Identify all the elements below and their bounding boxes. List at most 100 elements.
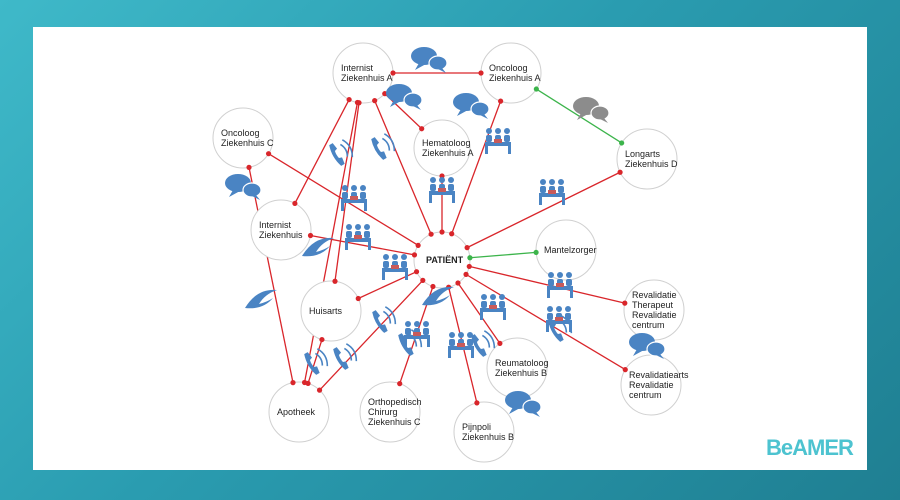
meeting-icon xyxy=(485,128,511,154)
connection-endpoint xyxy=(463,271,469,277)
phone-icon xyxy=(371,133,396,160)
connection-endpoint xyxy=(478,70,484,76)
connection-endpoint xyxy=(474,400,480,406)
connection-line-patient-revalidatiearts xyxy=(465,273,626,371)
node-label: Ziekenhuis C xyxy=(221,138,274,148)
connection-endpoint xyxy=(622,300,628,306)
connection-line-patient-revalidatie-therapeut xyxy=(469,265,625,304)
connection-endpoint xyxy=(316,387,323,393)
node-label: centrum xyxy=(632,320,665,330)
connection-endpoint xyxy=(319,336,325,343)
node-label: Revalidatie xyxy=(632,310,677,320)
chat-bubbles-icon xyxy=(411,47,448,73)
node-circle xyxy=(453,401,515,463)
chat-bubbles-grey-icon xyxy=(573,97,610,123)
connection-line-patient-mantelzorger xyxy=(469,251,537,259)
node-circle xyxy=(616,128,678,190)
phone-icon xyxy=(304,348,329,375)
connection-line-internist-a-patient xyxy=(374,100,432,235)
pharmacy-swoosh-icon xyxy=(302,237,334,257)
pharmacy-swoosh-icon xyxy=(422,286,454,306)
connection-line-internist-a-huisarts xyxy=(334,102,360,282)
meeting-icon xyxy=(345,224,371,250)
node-label: Revalidatie xyxy=(632,290,677,300)
connection-endpoint xyxy=(428,231,434,237)
node-label: Internist xyxy=(259,220,292,230)
connection-endpoint xyxy=(332,278,338,284)
connection-endpoint xyxy=(455,280,461,286)
meeting-icon xyxy=(546,306,572,332)
connection-line-internist-a-internist-c xyxy=(294,99,350,204)
connection-endpoint xyxy=(533,249,539,256)
phone-icon xyxy=(471,330,496,357)
connection-endpoint xyxy=(619,140,625,146)
phone-icon xyxy=(329,139,354,166)
node-label: Mantelzorger xyxy=(544,245,597,255)
connection-endpoint xyxy=(467,255,473,261)
connection-endpoint xyxy=(533,86,539,92)
connection-endpoint xyxy=(497,340,503,346)
node-label: Ziekenhuis B xyxy=(462,432,514,442)
connection-endpoint xyxy=(622,367,628,373)
connection-endpoint xyxy=(356,100,362,106)
meeting-icon xyxy=(382,254,408,280)
node-label: Apotheek xyxy=(277,407,316,417)
connection-endpoint xyxy=(346,96,352,103)
connection-endpoint xyxy=(464,245,470,251)
connection-endpoint xyxy=(617,169,623,175)
node-label: Ziekenhuis A xyxy=(422,148,474,158)
node-label: Ziekenhuis D xyxy=(625,159,678,169)
node-circle xyxy=(212,107,274,169)
connection-endpoint xyxy=(411,252,418,258)
node-label: Orthopedisch xyxy=(368,397,422,407)
node-label: Revalidatie xyxy=(629,380,674,390)
connection-endpoint xyxy=(307,232,314,239)
node-label: Ziekenhuis xyxy=(259,230,303,240)
connection-endpoint xyxy=(372,98,378,104)
meeting-icon xyxy=(480,294,506,320)
node-label: centrum xyxy=(629,390,662,400)
connection-endpoint xyxy=(397,381,403,387)
connection-line-patient-reumatoloog-b xyxy=(457,282,501,344)
connection-line-patient-apotheek xyxy=(319,279,424,391)
node-label: Pijnpoli xyxy=(462,422,491,432)
meeting-icon xyxy=(341,185,367,211)
connection-endpoint xyxy=(290,380,296,386)
connection-endpoint xyxy=(246,164,252,170)
node-label: Ziekenhuis B xyxy=(495,368,547,378)
node-label: Reumatoloog xyxy=(495,358,549,368)
connection-line-longarts-d-patient xyxy=(466,171,621,249)
node-huisarts[interactable]: Huisarts xyxy=(300,280,362,342)
node-label: Longarts xyxy=(625,149,661,159)
meeting-icon xyxy=(429,177,455,203)
meeting-icon xyxy=(539,179,565,205)
node-label: Oncoloog xyxy=(489,63,528,73)
node-circle xyxy=(250,199,312,261)
connection-endpoint xyxy=(466,263,472,270)
connection-line-oncoloog-a-longarts-d xyxy=(536,88,622,144)
node-label: Internist xyxy=(341,63,374,73)
connection-endpoint xyxy=(498,98,504,104)
pharmacy-swoosh-icon xyxy=(245,289,277,309)
node-label: Revalidatiearts xyxy=(629,370,689,380)
node-label: Therapeut xyxy=(632,300,674,310)
connection-endpoint xyxy=(439,229,445,235)
chat-bubbles-icon xyxy=(453,93,490,119)
node-label: Chirurg xyxy=(368,407,398,417)
node-apotheek[interactable]: Apotheek xyxy=(268,381,330,443)
node-label: PATIËNT xyxy=(426,255,464,265)
node-mantelzorger[interactable]: Mantelzorger xyxy=(535,219,597,281)
meeting-icon xyxy=(448,332,474,358)
connection-line-oncoloog-a-patient xyxy=(451,100,502,234)
connection-endpoint xyxy=(305,380,311,387)
